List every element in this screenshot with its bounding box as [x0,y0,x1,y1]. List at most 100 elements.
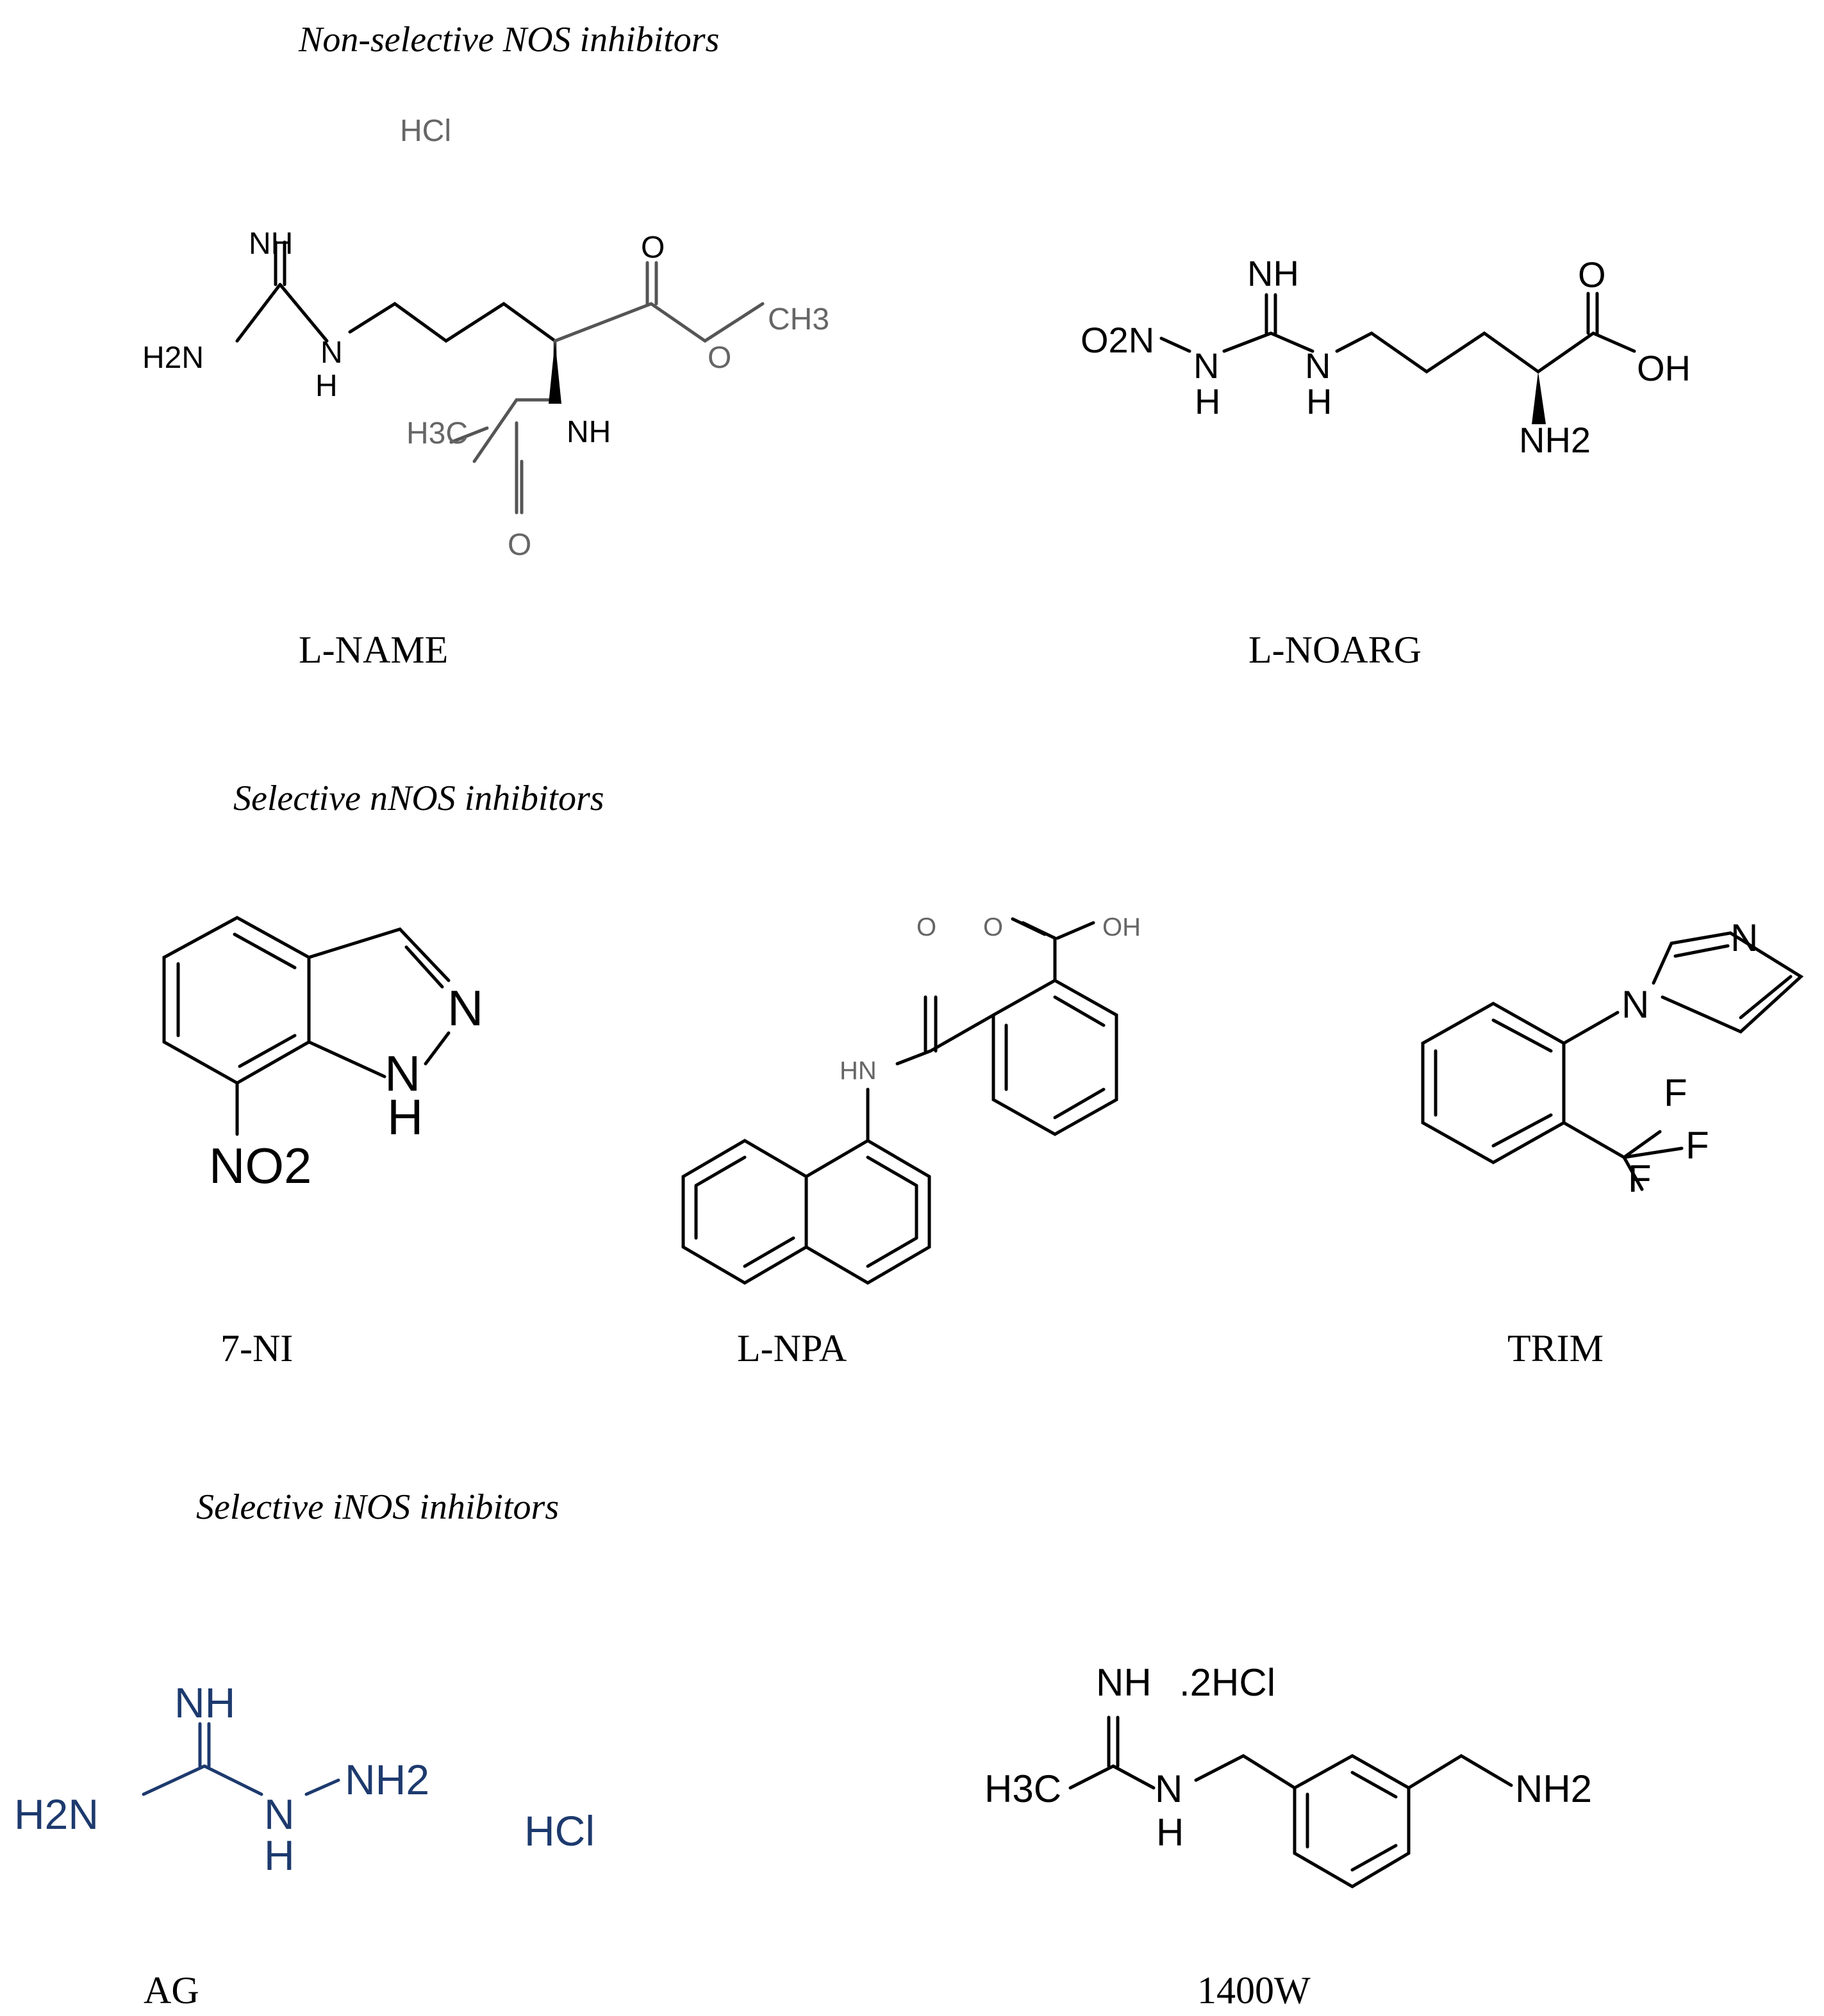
atom-label: H [1306,381,1332,422]
l-name-hcl-label: HCl [400,114,451,148]
atom-label: N [1305,345,1331,386]
bond [304,1778,340,1796]
atom-label: H [264,1831,295,1879]
stereo-wedge [549,341,561,404]
atom-label: N [447,980,483,1036]
bond [1194,1754,1297,1790]
bond [1293,1754,1411,1888]
bond [1068,1764,1156,1790]
bond [1652,931,1804,1034]
atom-label: N [1730,916,1758,959]
bond [274,240,286,286]
atom-label: F [1686,1124,1709,1167]
atom-label: NH [1247,253,1299,293]
bond [449,426,489,444]
bond [235,283,329,343]
atom-label: O [916,913,936,941]
structure-7-ni: N N H NO2 [162,916,483,1194]
bond [991,979,1118,1136]
bond [1107,1715,1120,1768]
atom-label: NO2 [209,1137,311,1194]
bond [681,1139,808,1285]
bond [1407,1754,1513,1790]
atom-label: N [1621,983,1649,1026]
bond [1004,995,1106,1120]
structure-l-name: HCl NH H2N N H O O CH3 NH H3C O [142,114,829,562]
bond [1434,1018,1553,1148]
atom-label: O [641,231,665,265]
atom-label: N [1155,1767,1182,1810]
bond [1586,292,1599,335]
caption-l-name: L-NAME [299,629,448,671]
structure-trim: N N F F F [1421,916,1804,1200]
atom-label: N [1193,345,1219,386]
atom-label: H2N [142,341,204,375]
atom-label: OH [1102,913,1141,941]
atom-label: N [320,336,343,370]
atom-label: H [1156,1811,1184,1854]
bond [1222,331,1314,353]
bond [1421,1002,1566,1164]
bond [694,1155,918,1268]
bond [1159,336,1191,353]
atom-label: F [1628,1157,1652,1200]
bond [198,1722,211,1768]
atom-label: O [983,913,1003,941]
atom-label: NH [567,415,611,449]
atom-label: NH [174,1679,235,1726]
atom-label: H3C [984,1767,1061,1810]
atom-label: H3C [406,417,468,450]
atom-label: OH [1637,348,1691,388]
bond [1264,293,1277,335]
bond [553,302,765,343]
structure-l-noarg: NH O2N N H N H O OH NH2 [1081,253,1691,460]
caption-1400w: 1400W [1197,1969,1311,2012]
bond [895,1013,995,1066]
heading-nnos: Selective nNOS inhibitors [233,779,604,818]
bond [924,995,938,1053]
atom-label: O2N [1081,320,1154,360]
atom-label: N [385,1045,420,1102]
heading-non-selective: Non-selective NOS inhibitors [298,20,719,60]
bond [1562,1011,1684,1191]
atom-label: H2N [14,1790,99,1838]
atom-label: NH [1096,1661,1152,1704]
atom-label: HN [840,1057,877,1085]
bond [472,398,557,515]
bond [645,261,658,306]
bond [176,932,297,1068]
atom-label: H [387,1089,423,1145]
caption-l-npa: L-NPA [737,1327,847,1369]
atom-label: O [708,341,731,375]
caption-7-ni: 7-NI [220,1327,293,1369]
atom-label: NH2 [1515,1767,1592,1810]
heading-inos: Selective iNOS inhibitors [196,1487,559,1527]
bond [1673,944,1793,1020]
bond [1591,331,1636,353]
stereo-wedge [1532,372,1546,424]
structure-ag: NH H2N N H NH2 HCl [14,1679,595,1879]
caption-l-noarg: L-NOARG [1248,629,1422,671]
bond [804,1139,931,1285]
caption-ag: AG [144,1969,199,2012]
atom-label: H [1195,381,1220,422]
atom-label: CH3 [768,302,829,336]
atom-label: H [315,369,338,403]
structure-l-npa: O O OH HN [681,913,1141,1285]
atom-label: O [508,528,531,562]
bond [1011,917,1095,982]
bond [1306,1771,1398,1872]
w1400-salt-label: .2HCl [1179,1661,1275,1704]
atom-label: N [264,1790,295,1838]
bond [1335,331,1595,374]
atom-label: NH2 [1519,420,1591,460]
bond [348,301,557,343]
atom-label: NH [249,227,293,261]
bond [307,927,451,1078]
bond [162,916,311,1085]
structure-1400w: NH .2HCl H3C N H NH2 [984,1661,1592,1888]
atom-label: O [1578,254,1606,295]
bond [142,1764,263,1796]
caption-trim: TRIM [1507,1327,1604,1369]
